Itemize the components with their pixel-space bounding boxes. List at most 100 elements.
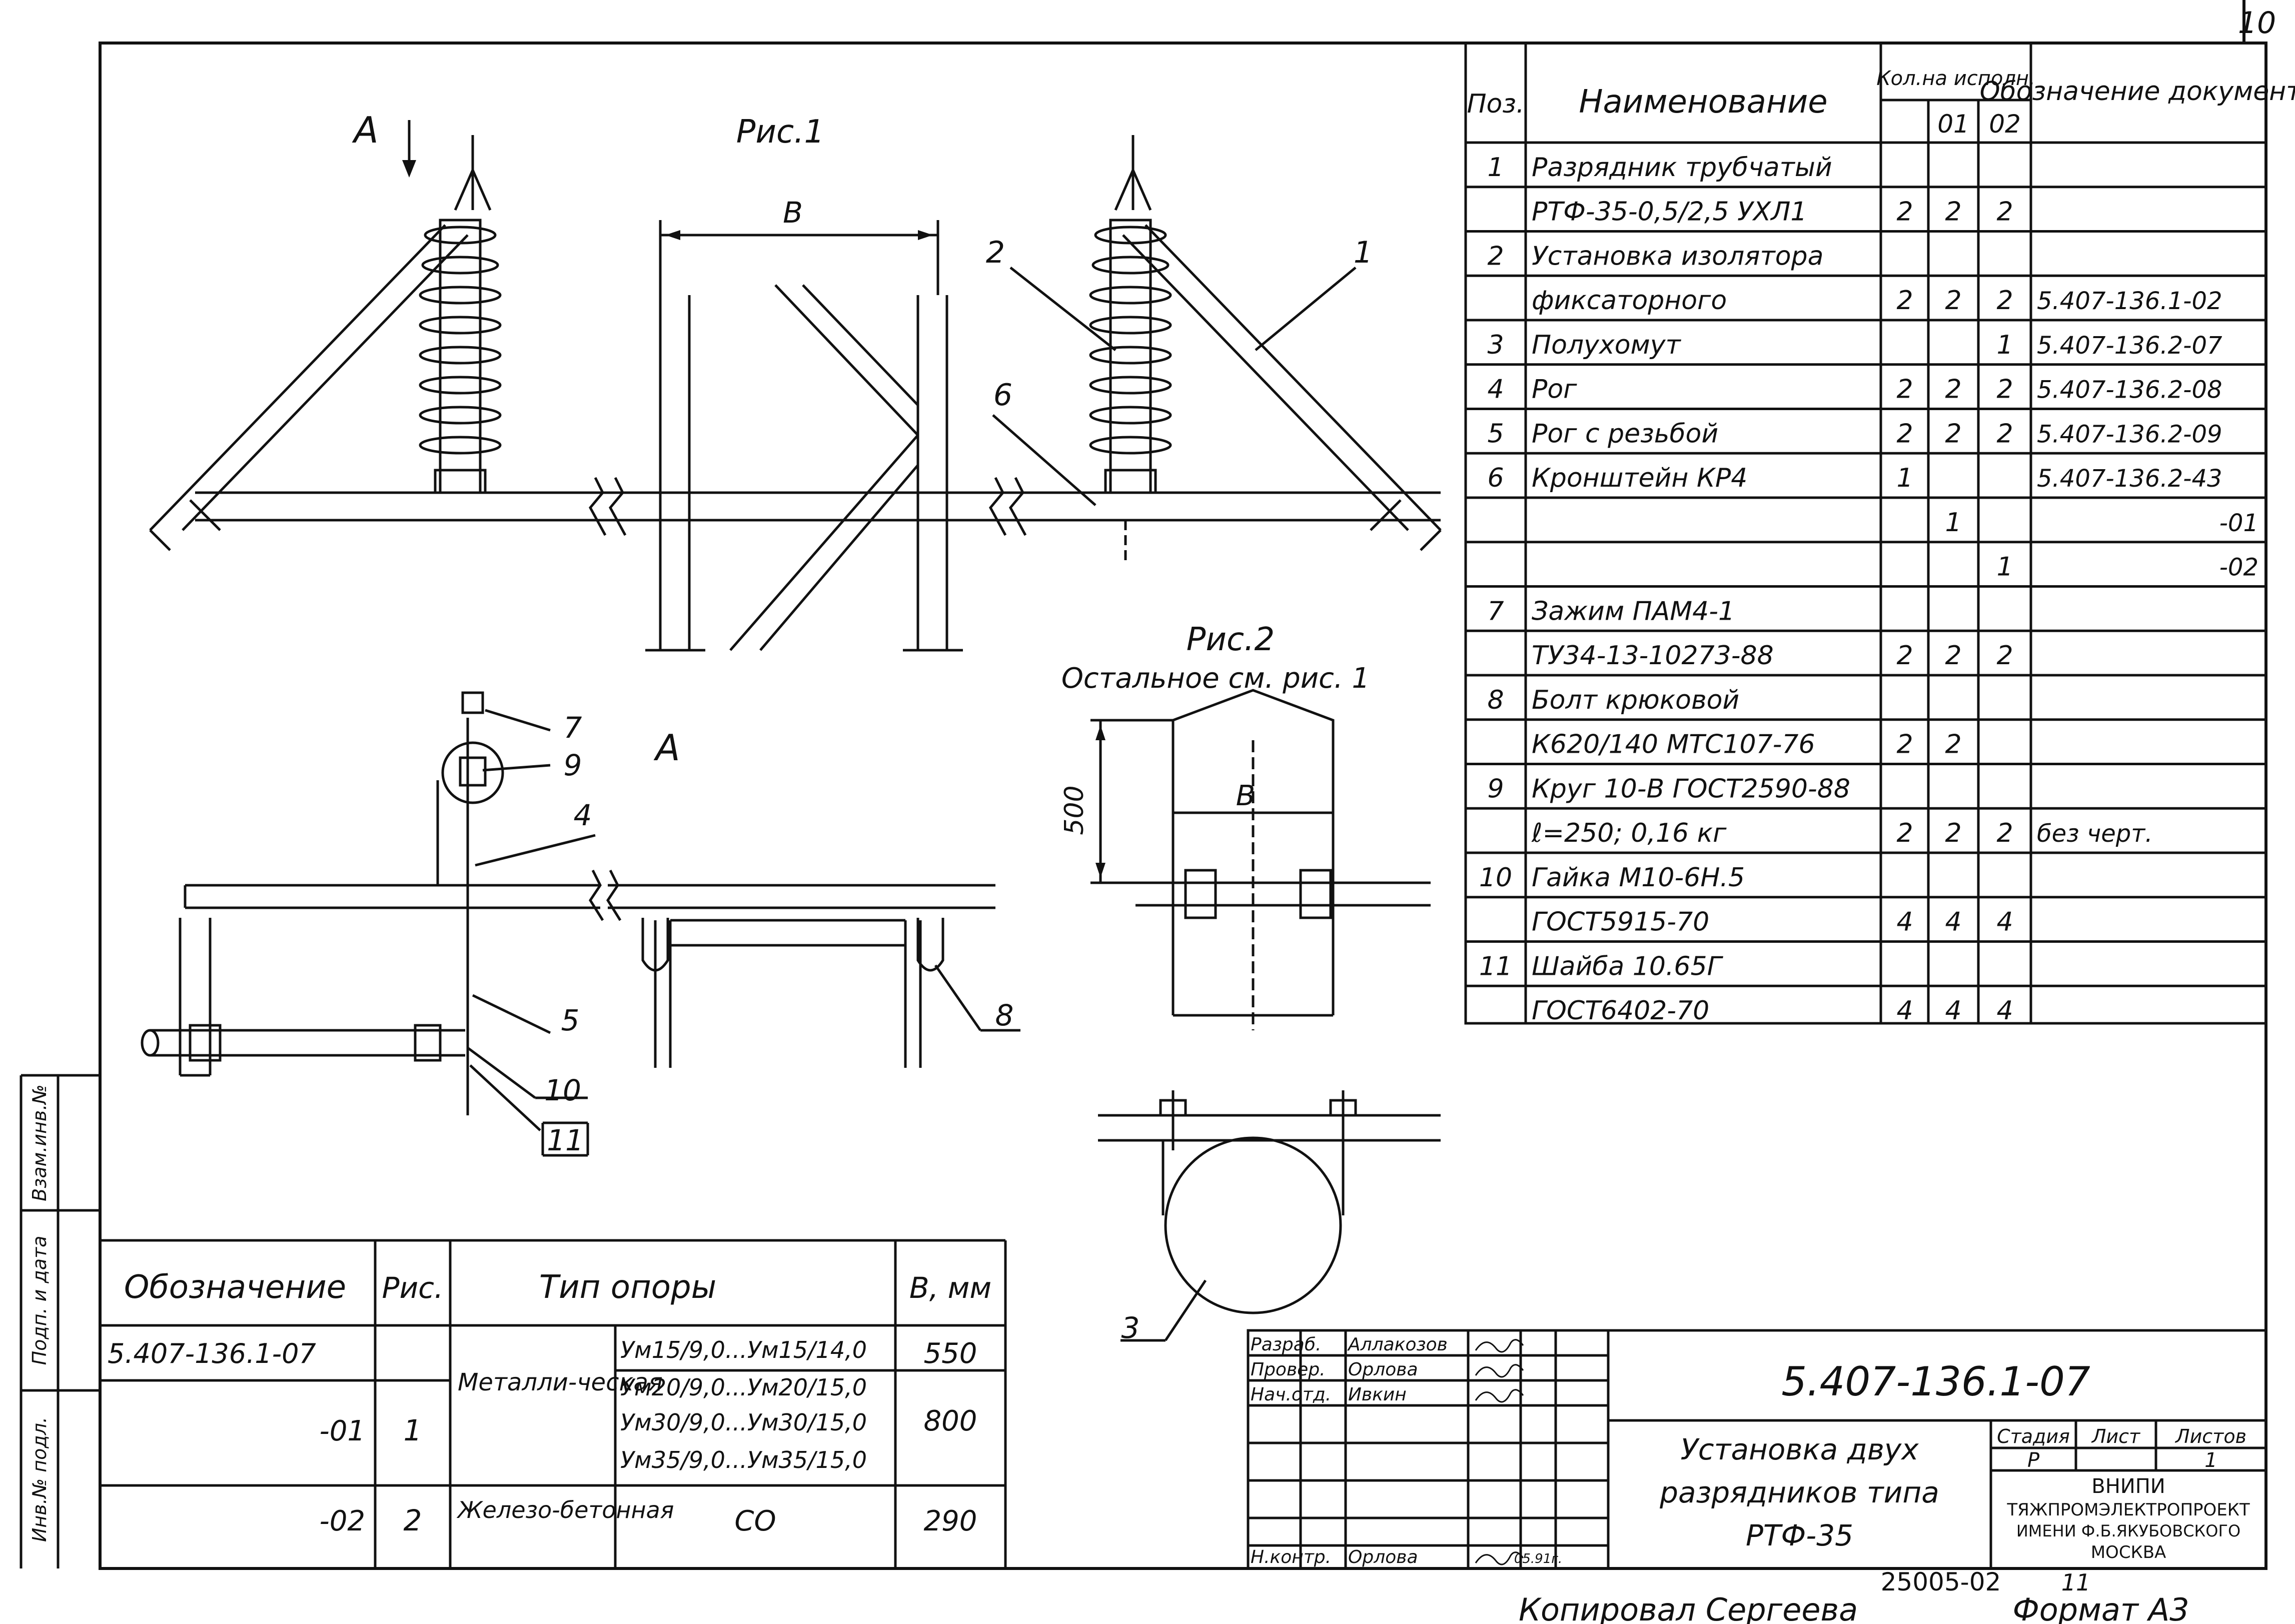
spec-cell-doc: -01 [2219,509,2258,537]
organization-line-4: МОСКВА [2091,1542,2166,1562]
spec-cell-q0: 1 [1896,463,1913,493]
title-block-grid [1247,1329,2267,1570]
copied-by: Копировал Сергеева [1519,1591,1858,1624]
spec-cell-q2: 2 [1996,818,2013,848]
document-number: 5.407-136.1-07 [1781,1358,2090,1405]
spec-cell-doc: 5.407-136.2-08 [2037,376,2222,404]
spec-cell-name: К620/140 МТС107-76 [1532,730,1815,760]
side-stamp-original-inv: Инв.№ подл. [29,1417,51,1542]
spec-header-name: Наименование [1579,84,1827,121]
callout-6: 6 [993,378,1012,413]
order-number: 25005-02 [1881,1567,2001,1596]
variant-row-2-b: 800 [924,1405,977,1437]
side-stamp-sign-date: Подп. и дата [29,1236,51,1365]
spec-header-variant-01: 01 [1937,110,1969,139]
title-block-person: Орлова [1348,1547,1418,1567]
callout-8: 8 [995,998,1014,1032]
figure-2-elevation [1090,689,1431,1030]
spec-cell-name: Установка изолятора [1532,241,1823,271]
spec-cell-pos: 9 [1487,774,1504,804]
spec-cell-q1: 2 [1945,375,1961,405]
variant-header-support-type: Тип опоры [539,1269,716,1306]
callout-7: 7 [564,711,582,745]
view-a-arrow-label: А [352,109,378,151]
spec-cell-q0: 2 [1896,818,1913,848]
callout-5: 5 [561,1003,580,1037]
spec-cell-name: РТФ-35-0,5/2,5 УХЛ1 [1532,197,1807,227]
variant-row-2-material: Металли-ческая [458,1368,663,1396]
organization-line-2: ТЯЖПРОМЭЛЕКТРОПРОЕКТ [2006,1500,2250,1520]
drawing-title: Установка двух разрядников типа РТФ-35 [1660,1432,1939,1552]
spec-cell-q0: 2 [1896,197,1913,227]
spec-cell-doc: 5.407-136.1-02 [2037,287,2222,315]
spec-cell-pos: 3 [1487,330,1504,360]
spec-cell-name: Болт крюковой [1532,685,1739,715]
callout-4: 4 [574,798,592,832]
spec-cell-pos: 4 [1487,375,1504,405]
spec-cell-q2: 2 [1996,375,2013,405]
signature-marks [1475,1339,1524,1565]
callout-2: 2 [986,235,1005,270]
drawing-title-box: Установка двух разрядников типа РТФ-35 [1660,1432,1939,1552]
sheets-value: 1 [2204,1449,2217,1472]
spec-cell-q2: 2 [1996,641,2013,671]
spec-cell-q2: 2 [1996,419,2013,449]
callout-1: 1 [1354,235,1373,270]
title-block-person: Орлова [1348,1359,1418,1380]
spec-cell-name: ℓ=250; 0,16 кг [1531,818,1727,848]
spec-cell-name: ГОСТ5915-70 [1532,907,1709,937]
spec-cell-pos: 2 [1487,241,1504,271]
figure-1-title: Рис.1 [736,114,824,151]
title-block-roles: Разраб.АллакозовПровер.ОрловаНач.отд.Ивк… [1251,1334,1448,1567]
spec-cell-doc: без черт. [2037,820,2153,848]
page-number: 10 [2238,6,2276,41]
view-a-plan [141,691,1020,1157]
dimension-b-label-fig2: В [1236,780,1255,812]
stage-value: Р [2027,1449,2040,1472]
spec-cell-q1: 4 [1945,907,1961,937]
spec-header-variant-02: 02 [1989,110,2021,139]
spec-header-doc: Обозначение документа [1980,77,2295,107]
spec-cell-q1: 1 [1945,508,1961,538]
spec-cell-q1: 2 [1945,419,1961,449]
spec-cell-name: Круг 10-В ГОСТ2590-88 [1532,774,1850,804]
spec-cell-q2: 2 [1996,197,2013,227]
variant-header-fig: Рис. [382,1271,444,1305]
callout-3: 3 [1121,1311,1140,1345]
spec-cell-q1: 2 [1945,197,1961,227]
side-stamp-replaced-inv: Взам.инв.№ [29,1084,51,1201]
spec-cell-q0: 2 [1896,730,1913,760]
spec-cell-q2: 2 [1996,286,2013,316]
view-a-title: А [653,727,680,769]
sheet-label: Лист [2091,1425,2141,1447]
spec-cell-name: ТУ34-13-10273-88 [1532,641,1774,671]
clamp-detail [1098,1090,1441,1342]
title-block-role: Провер. [1251,1359,1326,1380]
title-block-person: Ивкин [1348,1384,1407,1405]
sheet-index: 11 [2061,1569,2091,1596]
spec-cell-name: Зажим ПАМ4-1 [1532,596,1735,626]
variant-row-1-b: 550 [924,1337,977,1370]
spec-cell-name: Кронштейн КР4 [1532,463,1747,493]
spec-cell-q1: 2 [1945,818,1961,848]
figure-2-note: Остальное см. рис. 1 [1061,662,1370,695]
organization-line-3: ИМЕНИ Ф.Б.ЯКУБОВСКОГО [2016,1521,2240,1540]
spec-cell-q0: 4 [1896,996,1913,1026]
spec-cell-q2: 4 [1996,907,2013,937]
variant-header-b: В, мм [909,1271,991,1305]
spec-cell-pos: 5 [1487,419,1504,449]
variant-row-3-designation: -02 [320,1505,365,1537]
format-label: Формат А3 [2012,1591,2189,1624]
spec-header-qty: Кол.на исполн. [1876,67,2035,90]
spec-table-grid [1464,42,2267,1025]
spec-cell-name: ГОСТ6402-70 [1532,996,1709,1026]
title-block-role: Разраб. [1251,1334,1321,1355]
variant-row-2-designation: -01 [320,1415,365,1447]
spec-cell-q0: 4 [1896,907,1913,937]
variant-row-1-type: Ум15/9,0...Ум15/14,0 [620,1336,867,1363]
spec-cell-pos: 11 [1479,951,1512,981]
variant-row-3-material: Железо-бетонная [456,1496,674,1523]
spec-cell-name: Разрядник трубчатый [1532,153,1832,183]
spec-cell-pos: 6 [1487,463,1504,493]
